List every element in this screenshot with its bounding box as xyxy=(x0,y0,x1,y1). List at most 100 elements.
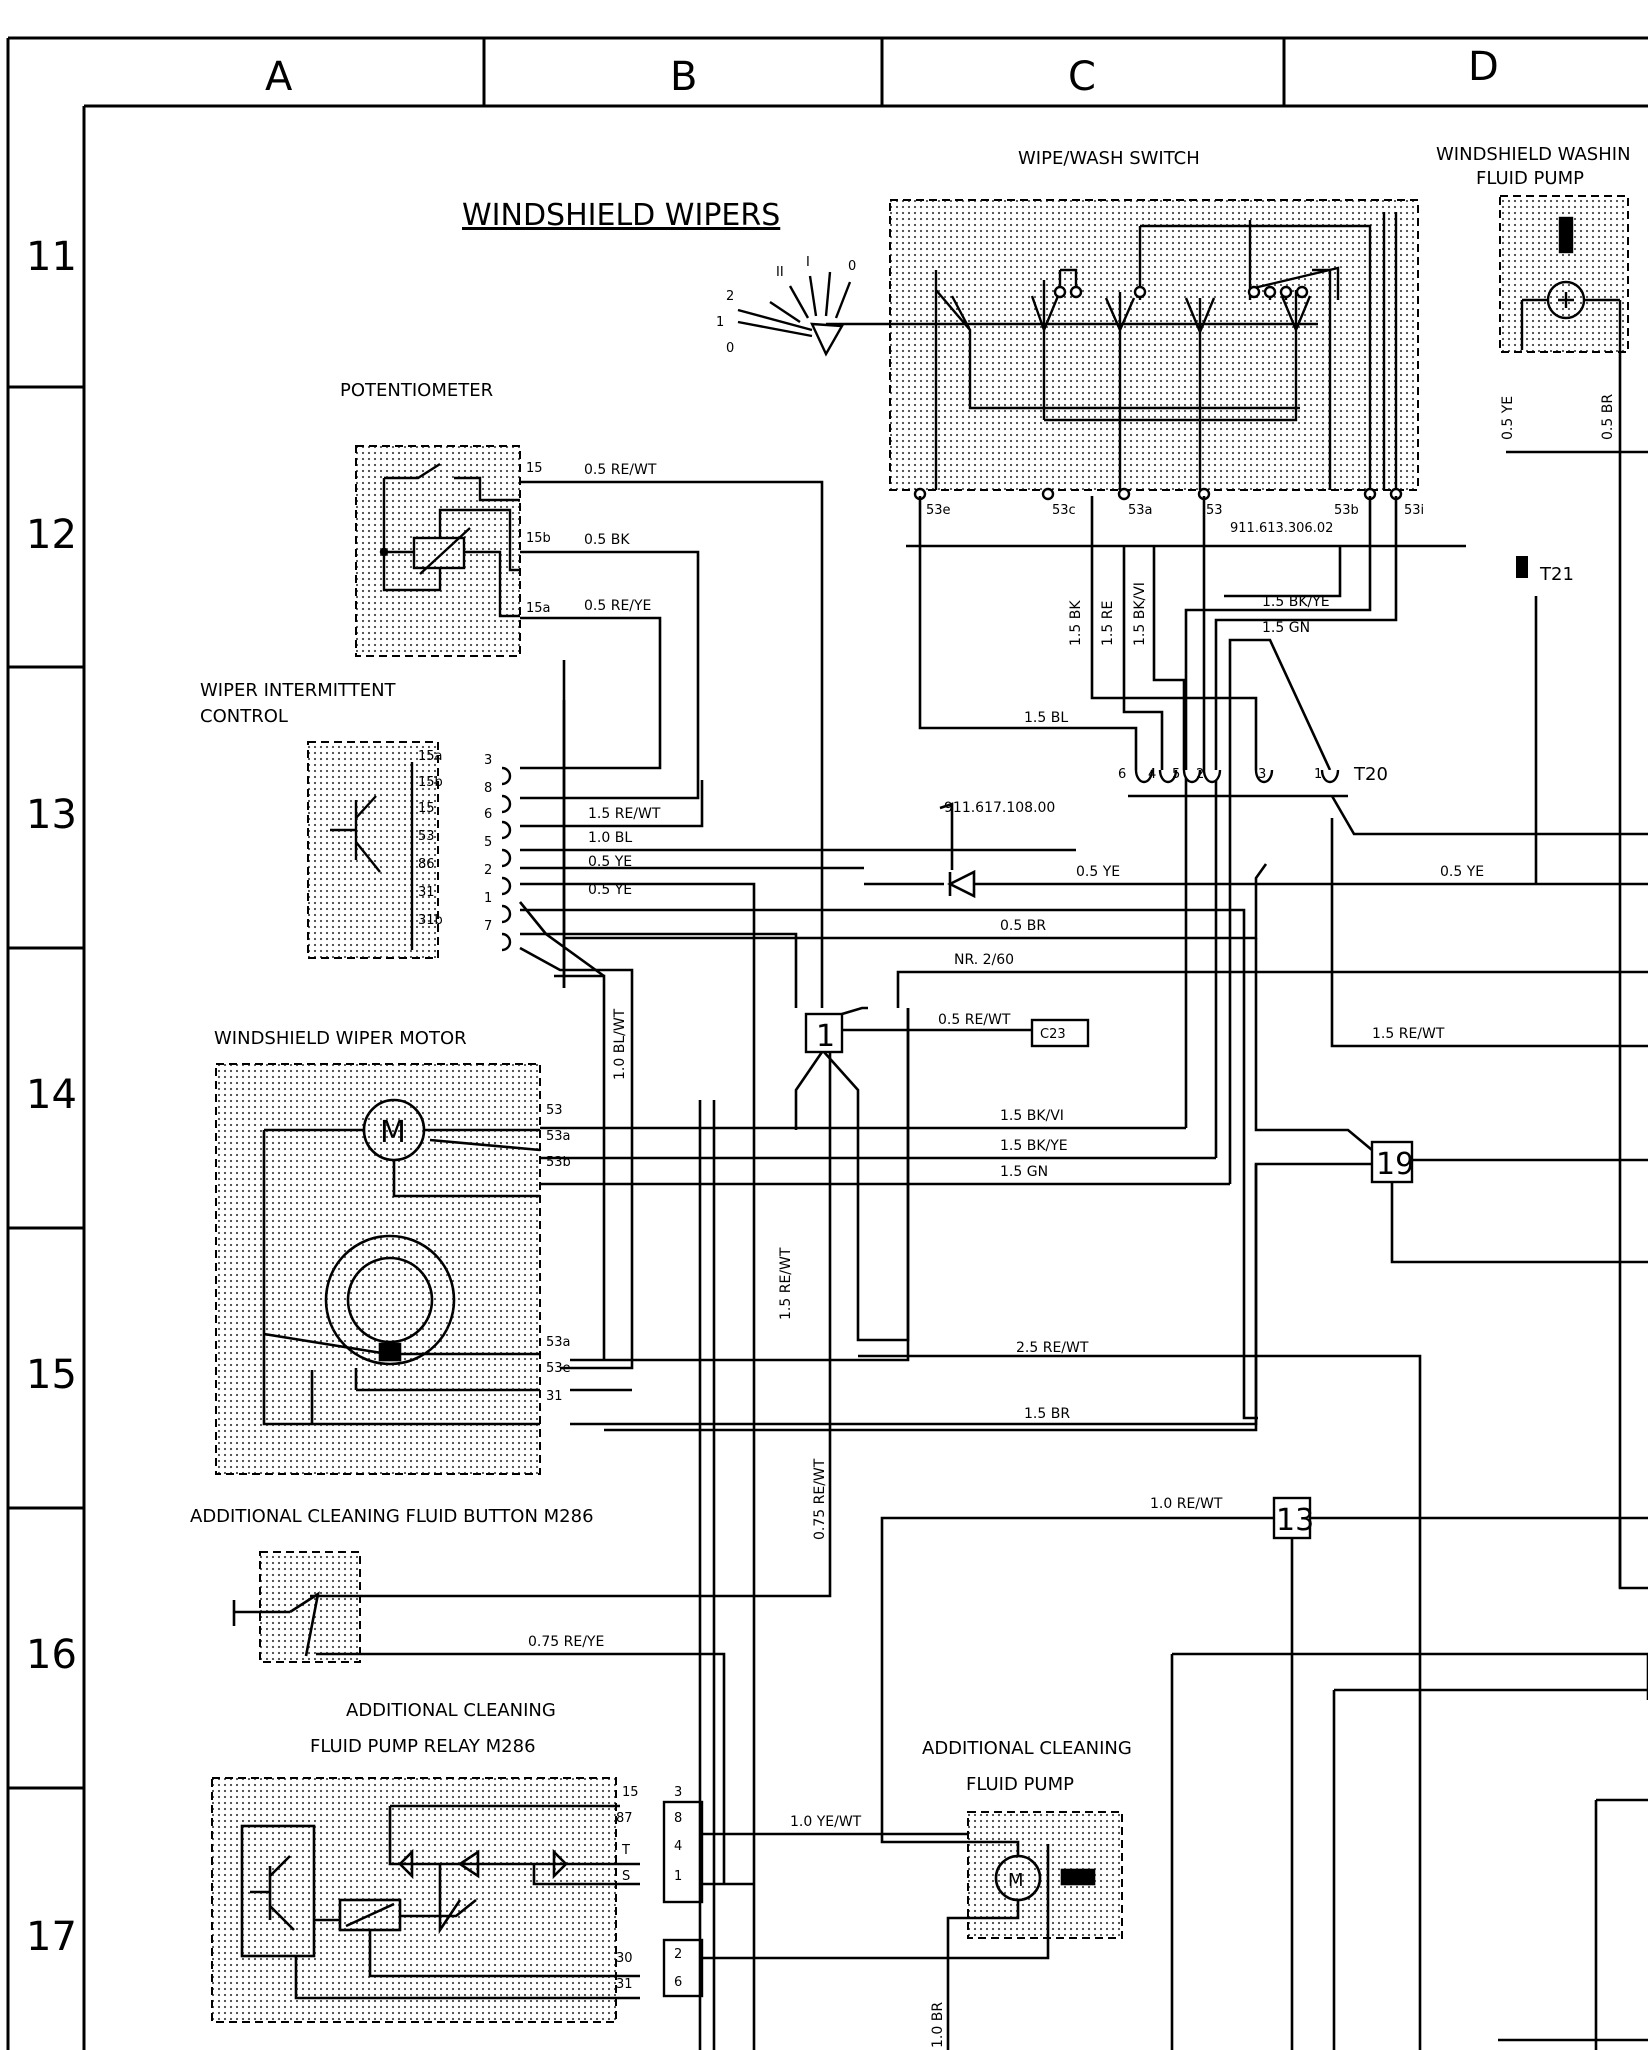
intermittent-transistor xyxy=(330,762,414,950)
button-box xyxy=(259,1551,361,1663)
vert-rewt075-wire xyxy=(360,1052,832,1598)
switch-pin-53e: 53e xyxy=(926,503,951,518)
switch-outgoing-wiring xyxy=(540,496,1398,1186)
right-side-wiring xyxy=(1170,350,1648,2050)
relay-pin-t: T xyxy=(621,1843,630,1858)
button-wiring xyxy=(360,1652,726,1884)
extra-pump-label-1: ADDITIONAL CLEANING xyxy=(922,1738,1132,1759)
nr-label: NR. 2/60 xyxy=(954,952,1014,968)
lever-pos-I: I xyxy=(806,255,810,270)
connector-box-1-label: 1 xyxy=(816,1019,835,1054)
row-label-17: 17 xyxy=(26,1914,77,1960)
pot-pin-15b: 15b xyxy=(526,531,551,546)
br10-label: 1.0 BR xyxy=(930,2002,946,2048)
ic-num-5: 5 xyxy=(484,835,492,850)
row-label-13: 13 xyxy=(26,792,77,838)
button-label: ADDITIONAL CLEANING FLUID BUTTON M286 xyxy=(190,1506,594,1527)
ic-pin-31b: 31b xyxy=(418,913,443,928)
relay-pin-30: 30 xyxy=(616,1951,633,1966)
sw-wire-bk-label: 1.5 BK xyxy=(1068,600,1084,646)
sw-wire-gn-label: 1.5 GN xyxy=(1262,620,1310,636)
ic-pin-15a: 15a xyxy=(418,749,443,764)
box19-wiring xyxy=(604,938,1648,1432)
right-rewt-label: 1.5 RE/WT xyxy=(1372,1026,1445,1042)
motor-lower-wiring xyxy=(570,1008,1258,1426)
switch-pin-53c: 53c xyxy=(1052,503,1076,518)
switch-lever xyxy=(737,271,1318,357)
sw-wire-bkye-label: 1.5 BK/YE xyxy=(1262,594,1330,610)
relay-element xyxy=(240,1804,640,2000)
lever-pos-2: 2 xyxy=(726,289,734,304)
yewt-label: 1.0 YE/WT xyxy=(790,1814,862,1830)
diagram-title: WINDSHIELD WIPERS xyxy=(462,198,780,233)
sw-wire-bkvi-label: 1.5 BK/VI xyxy=(1132,582,1148,646)
relay-wiring xyxy=(702,1832,1050,1960)
right-wire-ye-label: 0.5 YE xyxy=(1440,864,1484,880)
intermittent-control-label-1: WIPER INTERMITTENT xyxy=(200,680,397,701)
sw-wire-re-label: 1.5 RE xyxy=(1100,601,1116,646)
grid-frame xyxy=(6,36,1648,2050)
lever-pos-II: II xyxy=(776,265,784,280)
washer-pump-label-1: WINDSHIELD WASHIN xyxy=(1436,144,1631,165)
pot-wire-15a-label: 0.5 RE/YE xyxy=(584,598,651,614)
switch-pin-53b: 53b xyxy=(1334,503,1359,518)
connector-box-19-label: 19 xyxy=(1376,1147,1414,1182)
relay-pin-31: 31 xyxy=(616,1977,633,1992)
ic-pin-53: 53 xyxy=(418,829,435,844)
diode xyxy=(864,802,1136,899)
intermittent-control-box xyxy=(307,741,439,959)
extra-pump-label-2: FLUID PUMP xyxy=(966,1774,1074,1795)
ic-num-3: 3 xyxy=(484,753,492,768)
intermittent-control-label-2: CONTROL xyxy=(200,706,288,727)
switch-pin-53i: 53i xyxy=(1404,503,1424,518)
motor-wire-bkvi-label: 1.5 BK/VI xyxy=(1000,1108,1064,1124)
column-label-d: D xyxy=(1468,44,1499,90)
motor-wire-bkye-label: 1.5 BK/YE xyxy=(1000,1138,1068,1154)
relay-num-2: 2 xyxy=(674,1947,682,1962)
t21-connector xyxy=(1516,556,1528,578)
ic-num-2: 2 xyxy=(484,863,492,878)
vert-rewt15-label: 1.5 RE/WT xyxy=(778,1247,794,1320)
row-label-15: 15 xyxy=(26,1352,77,1398)
switch-part-number: 911.613.306.02 xyxy=(1230,521,1333,536)
pot-pin-15: 15 xyxy=(526,461,543,476)
ic-pin-15: 15 xyxy=(418,801,435,816)
relay-label-1: ADDITIONAL CLEANING xyxy=(346,1700,556,1721)
pot-wire-15b-label: 0.5 BK xyxy=(584,532,630,548)
relay-num-8: 8 xyxy=(674,1811,682,1826)
diode-wire-ye-label: 0.5 YE xyxy=(1076,864,1120,880)
lever-pos-0b: 0 xyxy=(848,259,856,274)
reye075-label: 0.75 RE/YE xyxy=(528,1634,604,1650)
motor-pin-53a: 53a xyxy=(546,1129,571,1144)
ic-pin-31: 31 xyxy=(418,885,435,900)
relay-box xyxy=(211,1777,617,2023)
switch-contacts xyxy=(913,212,1403,501)
connector-box-13-label: 13 xyxy=(1276,1503,1314,1538)
rewt10-label: 1.0 RE/WT xyxy=(1150,1496,1223,1512)
relay-label-2: FLUID PUMP RELAY M286 xyxy=(310,1736,536,1757)
motor-pin-53b: 53b xyxy=(546,1155,571,1170)
right-rewt-bus xyxy=(1330,795,1648,1048)
vert-rewt075-label: 0.75 RE/WT xyxy=(812,1458,828,1540)
wiper-motor-element xyxy=(262,1098,541,1426)
motor-pin-31: 31 xyxy=(546,1389,563,1404)
relay-num-1: 1 xyxy=(674,1869,682,1884)
bl15-label: 1.5 BL xyxy=(1024,710,1068,726)
column-label-a: A xyxy=(265,54,293,100)
t20-connector xyxy=(1134,769,1340,784)
c23-wire-label: 0.5 RE/WT xyxy=(938,1012,1011,1028)
relay-connector xyxy=(662,1800,704,1904)
rewt25-label: 2.5 RE/WT xyxy=(1016,1340,1089,1356)
motor-wire-gn-label: 1.5 GN xyxy=(1000,1164,1048,1180)
extra-pump-wiring xyxy=(946,1916,968,2050)
pot-pin-15a: 15a xyxy=(526,601,551,616)
t20-label: T20 xyxy=(1353,764,1388,785)
ic-pin-15b: 15b xyxy=(418,775,443,790)
extra-pump-element xyxy=(968,1840,1096,1920)
ic-num-6: 6 xyxy=(484,807,492,822)
t20-pin-1: 1 xyxy=(1314,767,1322,782)
row-label-12: 12 xyxy=(26,512,77,558)
ic-pin-86: 86 xyxy=(418,857,435,872)
box13-wiring xyxy=(880,1516,1648,2050)
